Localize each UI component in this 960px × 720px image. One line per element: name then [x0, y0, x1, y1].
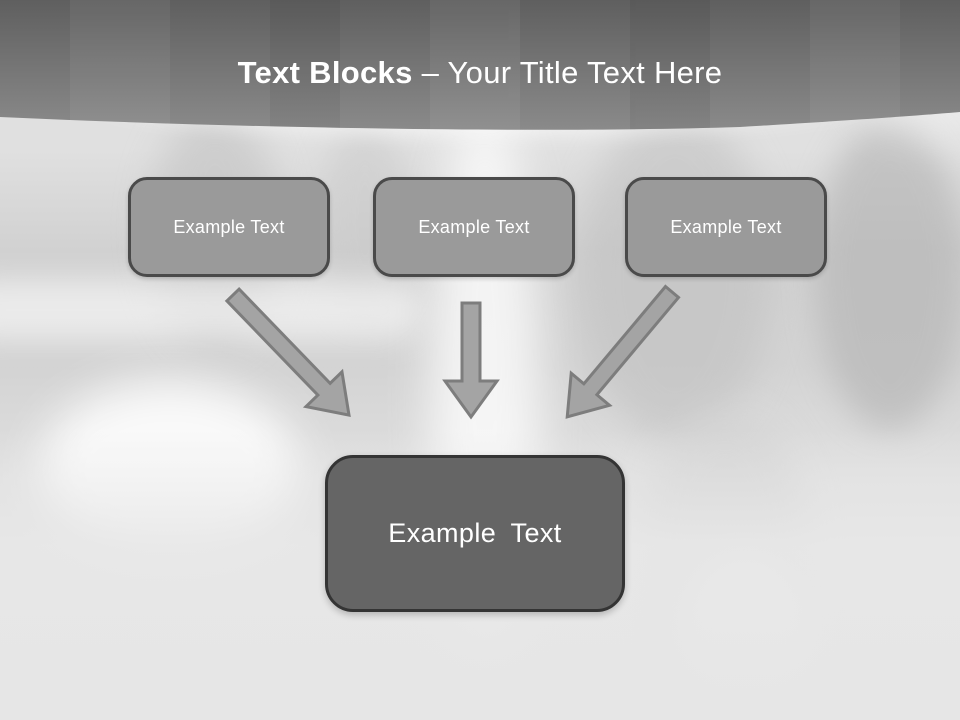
arrow-down-right-icon [224, 286, 351, 418]
text-block-2-label: Example Text [418, 216, 530, 237]
text-block-1: Example Text [128, 177, 330, 277]
bg-blur-shape [815, 120, 960, 430]
text-block-1-label: Example Text [173, 216, 285, 237]
result-text-block: Example Text [325, 455, 625, 612]
title-subtitle-text: – Your Title Text Here [421, 55, 723, 90]
text-block-2: Example Text [373, 177, 575, 277]
bg-blur-shape [0, 280, 420, 340]
text-block-3-label: Example Text [670, 216, 782, 237]
result-text-block-label: Example Text [388, 518, 562, 548]
title-topic-text: Text Blocks [237, 55, 413, 90]
page-title: Text Blocks– Your Title Text Here [0, 52, 960, 94]
arrow-down-left-icon [565, 284, 681, 419]
arrow-down-icon [442, 301, 500, 420]
text-block-3: Example Text [625, 177, 827, 277]
header-band [0, 0, 960, 130]
